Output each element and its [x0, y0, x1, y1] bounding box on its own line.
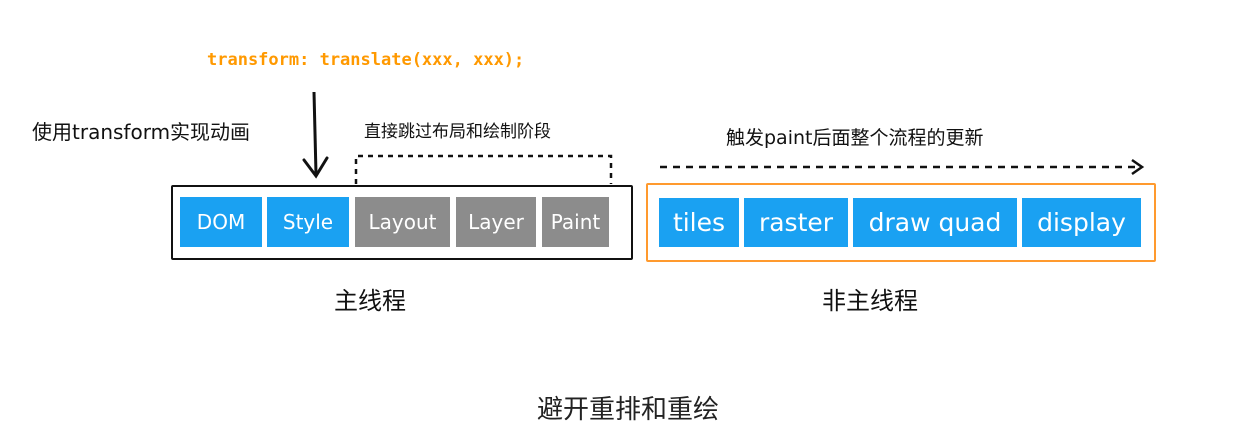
note-use-transform: 使用transform实现动画 — [32, 120, 251, 144]
dashed-arrow-head — [1131, 158, 1145, 176]
stage-layout: Layout — [355, 197, 450, 247]
stage-raster: raster — [744, 198, 848, 247]
off-main-thread-label: 非主线程 — [822, 287, 918, 315]
code-annotation: transform: translate(xxx, xxx); — [207, 50, 525, 70]
stage-tiles: tiles — [659, 198, 739, 247]
down-arrow-head — [302, 156, 329, 179]
skip-bracket — [354, 154, 613, 184]
stage-display: display — [1022, 198, 1141, 247]
stage-draw-quad: draw quad — [853, 198, 1017, 247]
main-thread-box — [171, 185, 633, 260]
stage-layer: Layer — [456, 197, 536, 247]
main-thread-label: 主线程 — [334, 287, 406, 315]
stage-paint: Paint — [542, 197, 609, 247]
off-main-thread-box — [646, 183, 1156, 262]
figure-caption: 避开重排和重绘 — [536, 395, 719, 425]
stage-dom: DOM — [180, 197, 262, 247]
down-arrow-shaft — [312, 91, 318, 175]
note-trigger-paint: 触发paint后面整个流程的更新 — [726, 127, 984, 149]
note-skip-stages: 直接跳过布局和绘制阶段 — [364, 122, 551, 142]
stage-style: Style — [267, 197, 349, 247]
